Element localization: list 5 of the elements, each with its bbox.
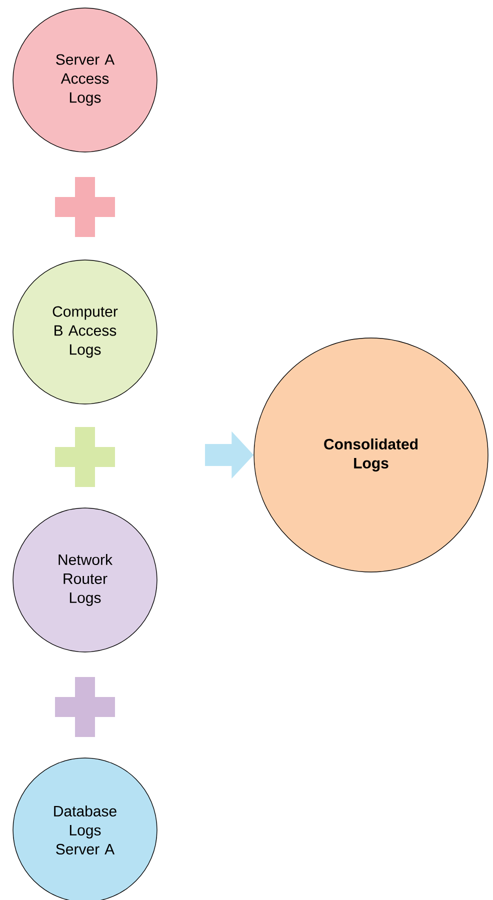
circle-node: Computer B Access Logs [12, 260, 158, 404]
circle-node: Network Router Logs [12, 508, 158, 652]
circle-node: Server A Access Logs [12, 8, 158, 152]
circle-node: Consolidated Logs [254, 338, 488, 572]
circle-node: Database Logs Server A [12, 758, 158, 900]
